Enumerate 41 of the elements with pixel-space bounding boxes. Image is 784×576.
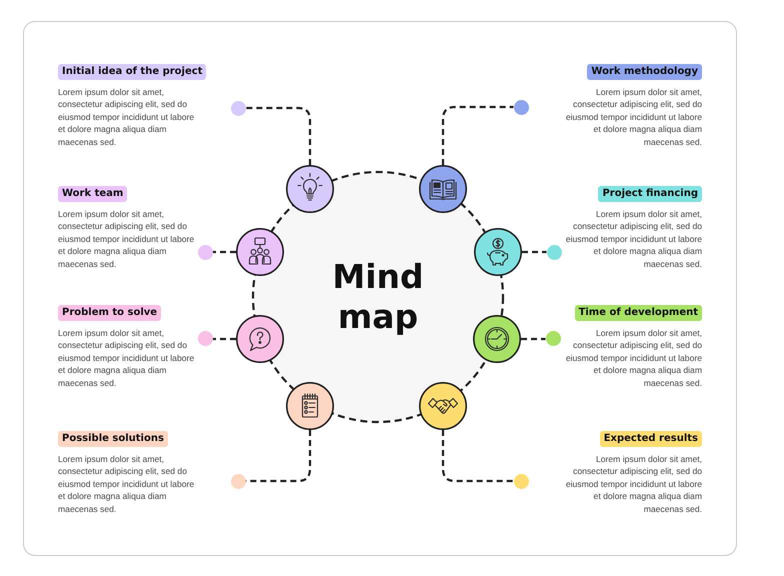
description-text: Lorem ipsum dolor sit amet, consectetur adipiscing elit, sed do eiusmod tempor incididunt ut labore et dolore magna aliqua diam maecenas sed. <box>564 327 702 390</box>
description-text: Lorem ipsum dolor sit amet, consectetur adipiscing elit, sed do eiusmod tempor incididunt ut labore et dolore magna aliqua diam maecenas sed. <box>564 86 702 148</box>
dashed-connector <box>246 430 312 482</box>
heading-tag: Problem to solve <box>58 305 162 321</box>
handshake-icon <box>418 381 468 431</box>
lightbulb-icon <box>285 164 335 214</box>
hub-title: Mind map <box>331 257 425 337</box>
dot-icon <box>230 100 246 116</box>
dot-icon <box>512 98 530 116</box>
dot-icon <box>546 244 562 260</box>
description-text: Lorem ipsum dolor sit amet, consectetur adipiscing elit, sed do eiusmod tempor incididunt ut labore et dolore magna aliqua diam maecenas sed. <box>58 208 196 270</box>
heading-tag: Expected results <box>600 431 702 447</box>
clock-icon <box>472 314 522 364</box>
checklist-icon <box>285 381 335 431</box>
heading-tag: Work team <box>58 186 128 202</box>
description-text: Lorem ipsum dolor sit amet, consectetur adipiscing elit, sed do eiusmod tempor incididunt ut labore et dolore magna aliqua diam maecenas sed. <box>564 453 702 516</box>
dashed-connector <box>522 250 546 254</box>
dashed-connector <box>212 338 236 340</box>
heading-tag: Work methodology <box>587 64 702 80</box>
description-text: Lorem ipsum dolor sit amet, consectetur adipiscing elit, sed do eiusmod tempor incididunt ut labore et dolore magna aliqua diam maecenas sed. <box>564 208 702 270</box>
dot-icon <box>230 472 246 490</box>
heading-tag: Possible solutions <box>58 431 168 447</box>
piggy-bank-icon <box>473 227 523 277</box>
heading-tag: Initial idea of the project <box>58 64 206 80</box>
dashed-connector <box>442 430 514 482</box>
team-icon <box>235 227 285 277</box>
dashed-connector <box>212 250 236 254</box>
dot-icon <box>512 472 530 490</box>
dashed-connector <box>442 106 514 165</box>
dot-icon <box>544 330 562 346</box>
description-text: Lorem ipsum dolor sit amet, consectetur adipiscing elit, sed do eiusmod tempor incididunt ut labore et dolore magna aliqua diam maecenas sed. <box>58 86 196 148</box>
dot-icon <box>196 330 214 346</box>
dashed-connector <box>246 106 312 165</box>
heading-tag: Project financing <box>598 186 702 202</box>
heading-tag: Time of development <box>574 305 702 321</box>
dashed-connector <box>521 338 546 340</box>
open-book-icon <box>418 164 468 214</box>
description-text: Lorem ipsum dolor sit amet, consectetur adipiscing elit, sed do eiusmod tempor incididunt ut labore et dolore magna aliqua diam maecenas sed. <box>58 453 196 516</box>
question-bubble-icon <box>235 314 285 364</box>
dot-icon <box>196 244 214 260</box>
description-text: Lorem ipsum dolor sit amet, consectetur adipiscing elit, sed do eiusmod tempor incididunt ut labore et dolore magna aliqua diam maecenas sed. <box>58 327 196 390</box>
